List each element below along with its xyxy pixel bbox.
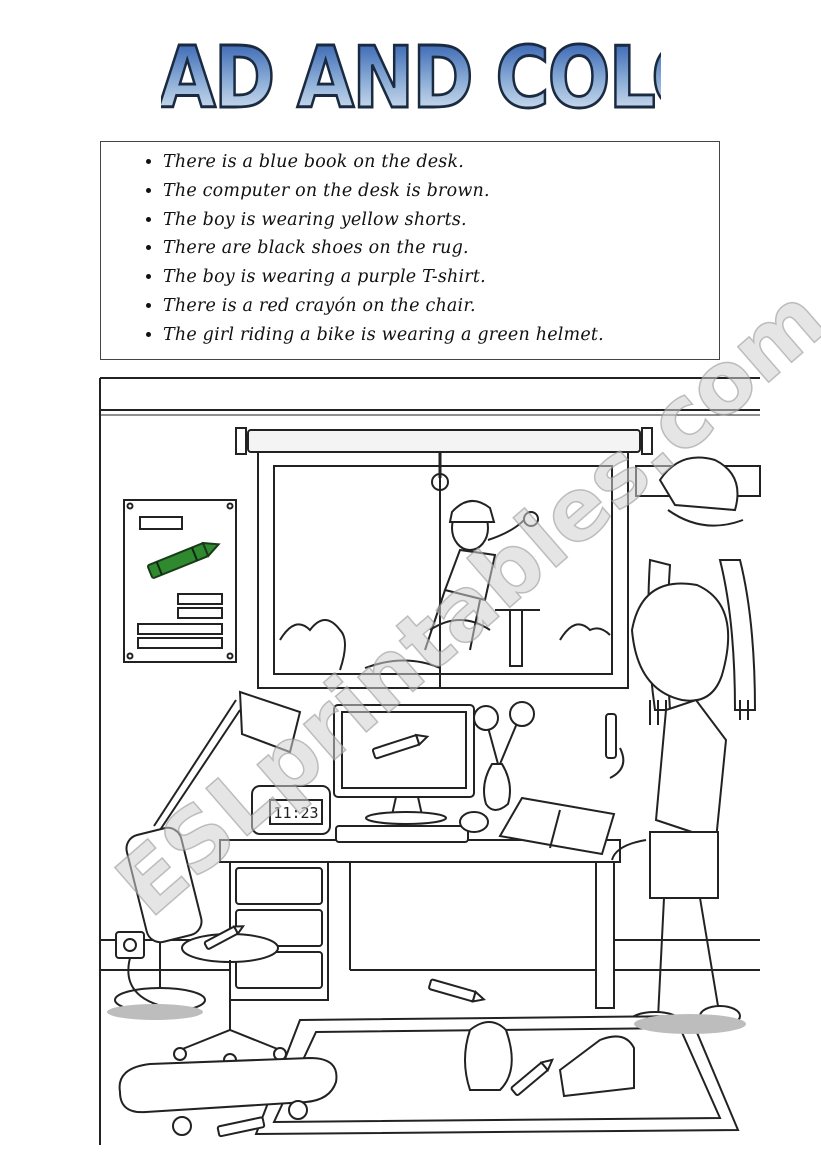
wall-poster — [123, 499, 237, 663]
room-frame — [99, 377, 760, 1145]
sentence-item: The boy is wearing a purple T-shirt. — [163, 263, 719, 292]
title-text: READ AND COLOR — [161, 28, 661, 127]
sentence-item: There is a blue book on the desk. — [163, 148, 719, 177]
computer — [333, 704, 489, 843]
worksheet-title: READ AND COLOR — [0, 22, 821, 132]
shoes-on-rug — [464, 1021, 635, 1098]
window — [235, 427, 653, 689]
skateboard — [118, 1056, 338, 1138]
alarm-clock — [251, 785, 331, 835]
sentence-item: There is a red crayón on the chair. — [163, 292, 719, 321]
sentence-list: There is a blue book on the desk. The co… — [101, 142, 719, 350]
clock-time: 11:23 — [273, 804, 318, 822]
desk — [219, 839, 621, 1009]
lamp-shadow — [107, 1004, 203, 1020]
flower-vase — [473, 701, 535, 811]
crayon-on-floor-icon — [428, 978, 486, 1003]
title-graphic: READ AND COLOR — [161, 27, 661, 129]
crayon-on-chair-icon — [203, 925, 246, 950]
sentence-item: The boy is wearing yellow shorts. — [163, 206, 719, 235]
girl-on-bike — [424, 500, 540, 667]
crayon-on-screen-icon — [371, 733, 430, 760]
green-crayon-icon — [146, 541, 221, 579]
sentence-item: There are black shoes on the rug. — [163, 234, 719, 263]
crayon-on-rug-icon — [510, 1058, 555, 1097]
sentence-item: The computer on the desk is brown. — [163, 177, 719, 206]
boy-shadow — [634, 1014, 746, 1034]
sentence-item: The girl riding a bike is wearing a gree… — [163, 321, 719, 350]
wall-socket — [115, 931, 171, 1009]
open-book — [498, 796, 616, 856]
sentences-box: There is a blue book on the desk. The co… — [100, 141, 720, 360]
